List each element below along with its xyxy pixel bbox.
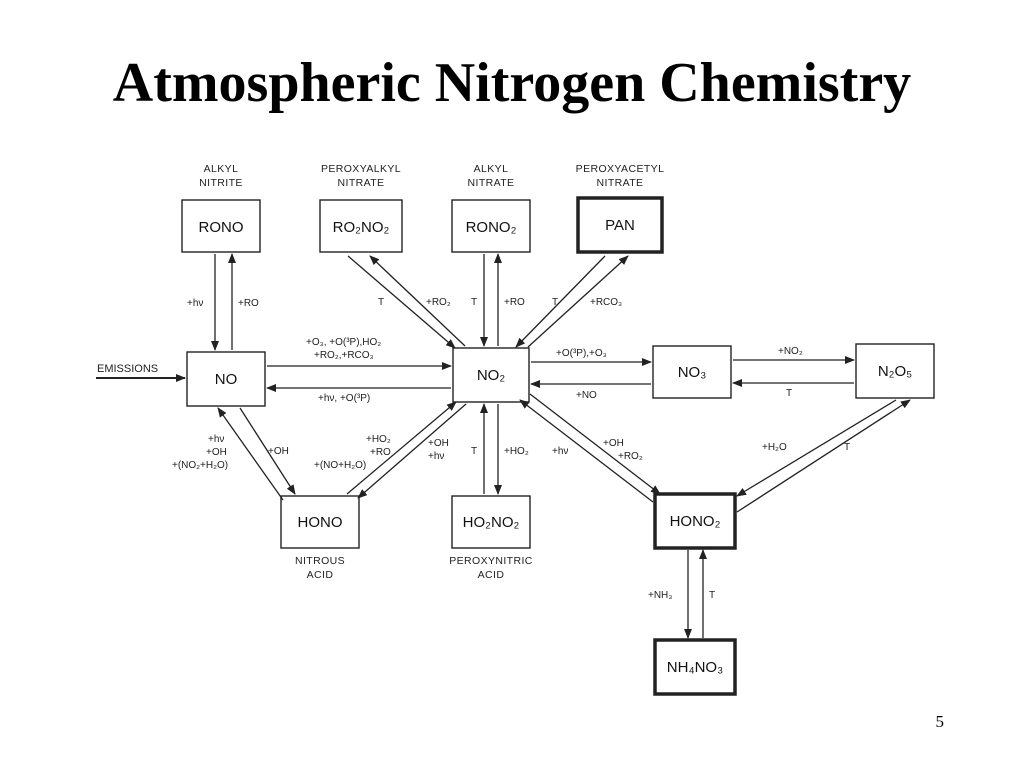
slide-title: Atmospheric Nitrogen Chemistry (112, 52, 912, 114)
no2-hono-label-2: +hν (428, 451, 444, 462)
rono2-plus-label: +RO (504, 297, 525, 308)
pan-to-no2-arrow (515, 255, 606, 348)
no2-hono-label-1: +OH (428, 438, 449, 449)
hono-no2-label-1: +HO₂ (366, 434, 391, 445)
no2-to-pan-arrow (527, 255, 629, 348)
pan-T-label: T (552, 297, 558, 308)
no-hono-label-2: +OH (206, 447, 227, 458)
n2o5-box (855, 343, 935, 399)
ro2no2-caption-1: PEROXYALKYL (321, 163, 401, 175)
rono-box (181, 199, 261, 253)
pan-plus-label: +RCO₃ (590, 297, 622, 308)
nh4no3-label: NH₄NO₃ (667, 659, 723, 676)
hono2-n2o5-T-label: T (844, 442, 850, 453)
hono-to-no-arrow (217, 407, 284, 501)
hono-to-no2-arrow (346, 401, 457, 495)
rono2-label: RONO₂ (466, 219, 517, 236)
hono-label: HONO (298, 514, 343, 531)
n2o5-no3-bottom-label: T (786, 388, 792, 399)
no2-hono2-label-2: +RO₂ (618, 451, 643, 462)
ho2no2-plus-label: +HO₂ (504, 446, 529, 457)
no2-to-hono-arrow (357, 403, 467, 499)
ho2no2-box (451, 495, 531, 549)
rono-caption-2: NITRITE (199, 177, 243, 189)
emissions-label: EMISSIONS (97, 363, 158, 375)
n2o5-to-hono2-arrow (736, 399, 897, 497)
hono-no2-label-3: +(NO+H₂O) (314, 460, 366, 471)
ro2no2-caption-2: NITRATE (338, 177, 385, 189)
nh4no3-hono2-T-label: T (709, 590, 715, 601)
hono-box (280, 495, 360, 549)
rono2-box (451, 199, 531, 253)
no-hono-oh-label: +OH (268, 446, 289, 457)
pan-label: PAN (605, 217, 635, 234)
no-hono-label-1: +hν (208, 434, 224, 445)
rono-caption-1: ALKYL (204, 163, 239, 175)
no2-label: NO₂ (477, 367, 506, 384)
no2-to-hono2-arrow (529, 393, 661, 495)
ho2no2-caption-1: PEROXYNITRIC (449, 555, 533, 567)
ro2no2-label: RO₂NO₂ (333, 219, 390, 236)
n2o5-hono2-h2o-label: +H₂O (762, 442, 787, 453)
no-rono-hv-label: +hν (187, 298, 203, 309)
no2-box (452, 347, 530, 403)
no2-hono2-label-1: +OH (603, 438, 624, 449)
ro2no2-T-label: T (378, 297, 384, 308)
hono2-box (653, 492, 737, 550)
hono-no2-label-2: +RO (370, 447, 391, 458)
ro2no2-box (319, 199, 403, 253)
ho2no2-T-label: T (471, 446, 477, 457)
no-rono-ro-label: +RO (238, 298, 259, 309)
rono2-T-label: T (471, 297, 477, 308)
ro2no2-to-no2-arrow (347, 255, 456, 349)
hono2-nh4no3-nh3-label: +NH₃ (648, 590, 672, 601)
hono-caption-1: NITROUS (295, 555, 345, 567)
no-to-hono-arrow (239, 407, 296, 495)
no3-label: NO₃ (678, 364, 707, 381)
ho2no2-label: HO₂NO₂ (463, 514, 520, 531)
page-number: 5 (935, 712, 945, 731)
no2-to-ro2no2-arrow (369, 255, 466, 347)
nh4no3-box (653, 638, 737, 696)
pan-caption-2: NITRATE (597, 177, 644, 189)
pan-caption-1: PEROXYACETYL (576, 163, 665, 175)
ho2no2-caption-2: ACID (478, 569, 505, 581)
no-box (186, 351, 266, 407)
rono-label: RONO (199, 219, 244, 236)
pan-box (576, 196, 664, 254)
no3-n2o5-top-label: +NO₂ (778, 346, 803, 357)
no2-no3-top-label: +O(³P),+O₃ (556, 348, 607, 359)
hono2-to-no2-arrow (519, 399, 654, 503)
hono-caption-2: ACID (307, 569, 334, 581)
hono2-to-n2o5-arrow (736, 399, 911, 513)
ro2no2-plus-label: +RO₂ (426, 297, 451, 308)
no-no2-top-label-1: +O₃, +O(³P),HO₂ (306, 337, 381, 348)
n2o5-label: N₂O₅ (878, 363, 912, 380)
hono2-label: HONO₂ (670, 513, 721, 530)
rono2-caption-1: ALKYL (474, 163, 509, 175)
rono2-caption-2: NITRATE (468, 177, 515, 189)
no3-no2-bottom-label: +NO (576, 390, 597, 401)
no-label: NO (215, 371, 238, 388)
no-no2-top-label-2: +RO₂,+RCO₃ (314, 350, 374, 361)
hono2-no2-hv-label: +hν (552, 446, 568, 457)
no3-box (652, 345, 732, 399)
no2-no-bottom-label: +hν, +O(³P) (318, 393, 370, 404)
no-hono-label-3: +(NO₂+H₂O) (172, 460, 228, 471)
